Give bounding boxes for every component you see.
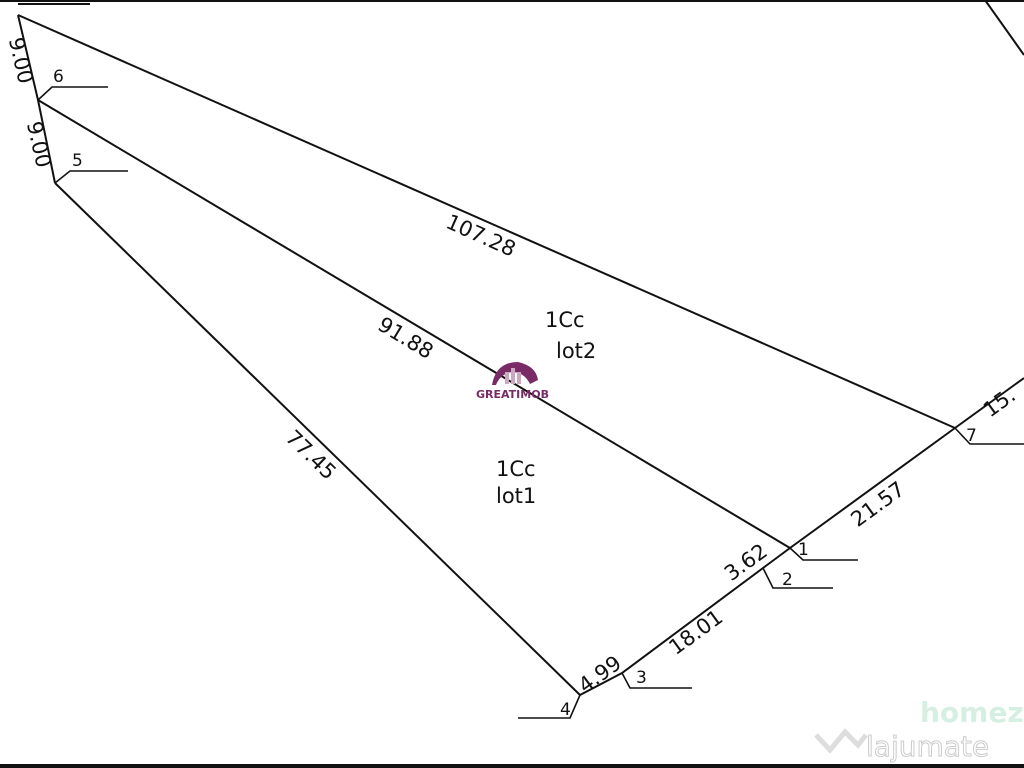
leader-4 [518, 694, 581, 719]
watermark-homez: homez [920, 696, 1024, 729]
greatimob-logo: GREATIMOB [476, 362, 549, 401]
point-label-6: 6 [53, 67, 64, 87]
leader-3 [621, 672, 692, 689]
dim-4-3: 4.99 [574, 651, 626, 698]
dim-top-left-upper: 9.00 [4, 35, 38, 86]
point-label-7: 7 [966, 426, 977, 446]
dim-3-2: 18.01 [665, 605, 728, 660]
top-right-line [984, 0, 1024, 56]
point-label-3: 3 [636, 668, 647, 688]
lot-divider-line [37, 99, 791, 549]
logo-text: GREATIMOB [476, 388, 549, 401]
dim-south: 77.45 [281, 425, 341, 484]
dim-north: 107.28 [442, 210, 519, 262]
leader-6 [37, 86, 108, 101]
lot2-category: 1Cc [545, 308, 585, 332]
lot1-name: lot1 [496, 484, 536, 508]
lot1-category: 1Cc [496, 457, 536, 481]
point-label-1: 1 [798, 540, 809, 560]
watermark-text: lajumate [866, 730, 989, 763]
leader-2 [762, 567, 833, 589]
bottom-border [0, 764, 1024, 768]
north-boundary-line [17, 14, 956, 429]
point-label-2: 2 [782, 570, 793, 590]
leader-5 [54, 170, 128, 184]
dim-2-1: 3.62 [720, 539, 772, 586]
leader-7 [954, 427, 1024, 445]
dim-top-left-lower: 9.00 [22, 119, 56, 170]
east-boundary-line [579, 377, 1024, 696]
south-boundary-line [54, 182, 581, 696]
leader-1 [789, 547, 858, 561]
dim-7-right: 15. [979, 383, 1020, 422]
point-label-4: 4 [560, 700, 571, 720]
lajumate-watermark: homez lajumate [814, 696, 1024, 764]
lot2-name: lot2 [556, 339, 596, 363]
point-label-5: 5 [72, 151, 83, 171]
